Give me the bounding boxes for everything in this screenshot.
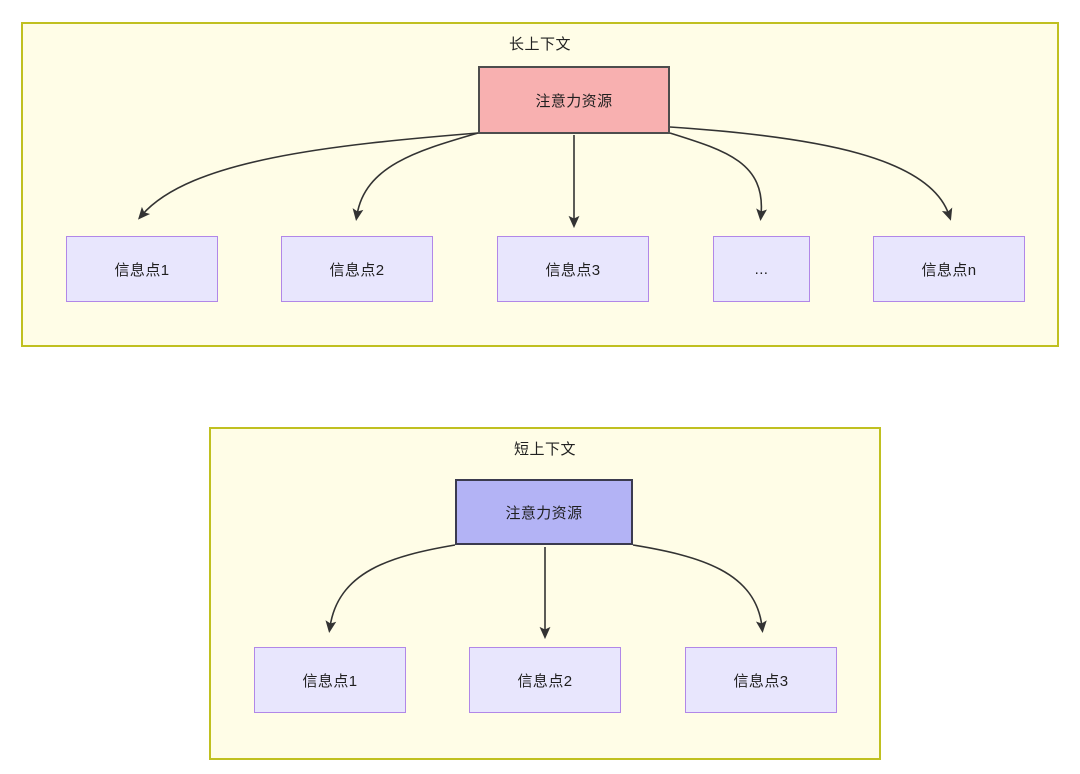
node-label: 信息点1 xyxy=(114,261,170,279)
node-short-attention-resource[interactable]: 注意力资源 xyxy=(455,479,633,545)
node-label: 信息点2 xyxy=(329,261,385,279)
node-label: 注意力资源 xyxy=(535,92,613,110)
panel-short-context-title: 短上下文 xyxy=(513,441,576,458)
node-long-info-point-2[interactable]: 信息点2 xyxy=(281,236,433,302)
node-label: 信息点1 xyxy=(302,672,358,690)
node-long-info-point-3[interactable]: 信息点3 xyxy=(497,236,649,302)
node-label: ... xyxy=(754,260,769,278)
node-label: 信息点3 xyxy=(733,672,789,690)
node-short-info-point-3[interactable]: 信息点3 xyxy=(685,647,837,713)
node-label: 信息点2 xyxy=(517,672,573,690)
node-long-info-point-n[interactable]: 信息点n xyxy=(873,236,1025,302)
node-long-info-point-1[interactable]: 信息点1 xyxy=(66,236,218,302)
node-long-info-point-ellipsis[interactable]: ... xyxy=(713,236,810,302)
node-label: 信息点3 xyxy=(545,261,601,279)
node-label: 信息点n xyxy=(921,261,977,279)
panel-long-context-title: 长上下文 xyxy=(508,36,571,53)
node-short-info-point-2[interactable]: 信息点2 xyxy=(469,647,621,713)
node-short-info-point-1[interactable]: 信息点1 xyxy=(254,647,406,713)
node-long-attention-resource[interactable]: 注意力资源 xyxy=(478,66,670,134)
node-label: 注意力资源 xyxy=(505,504,583,522)
